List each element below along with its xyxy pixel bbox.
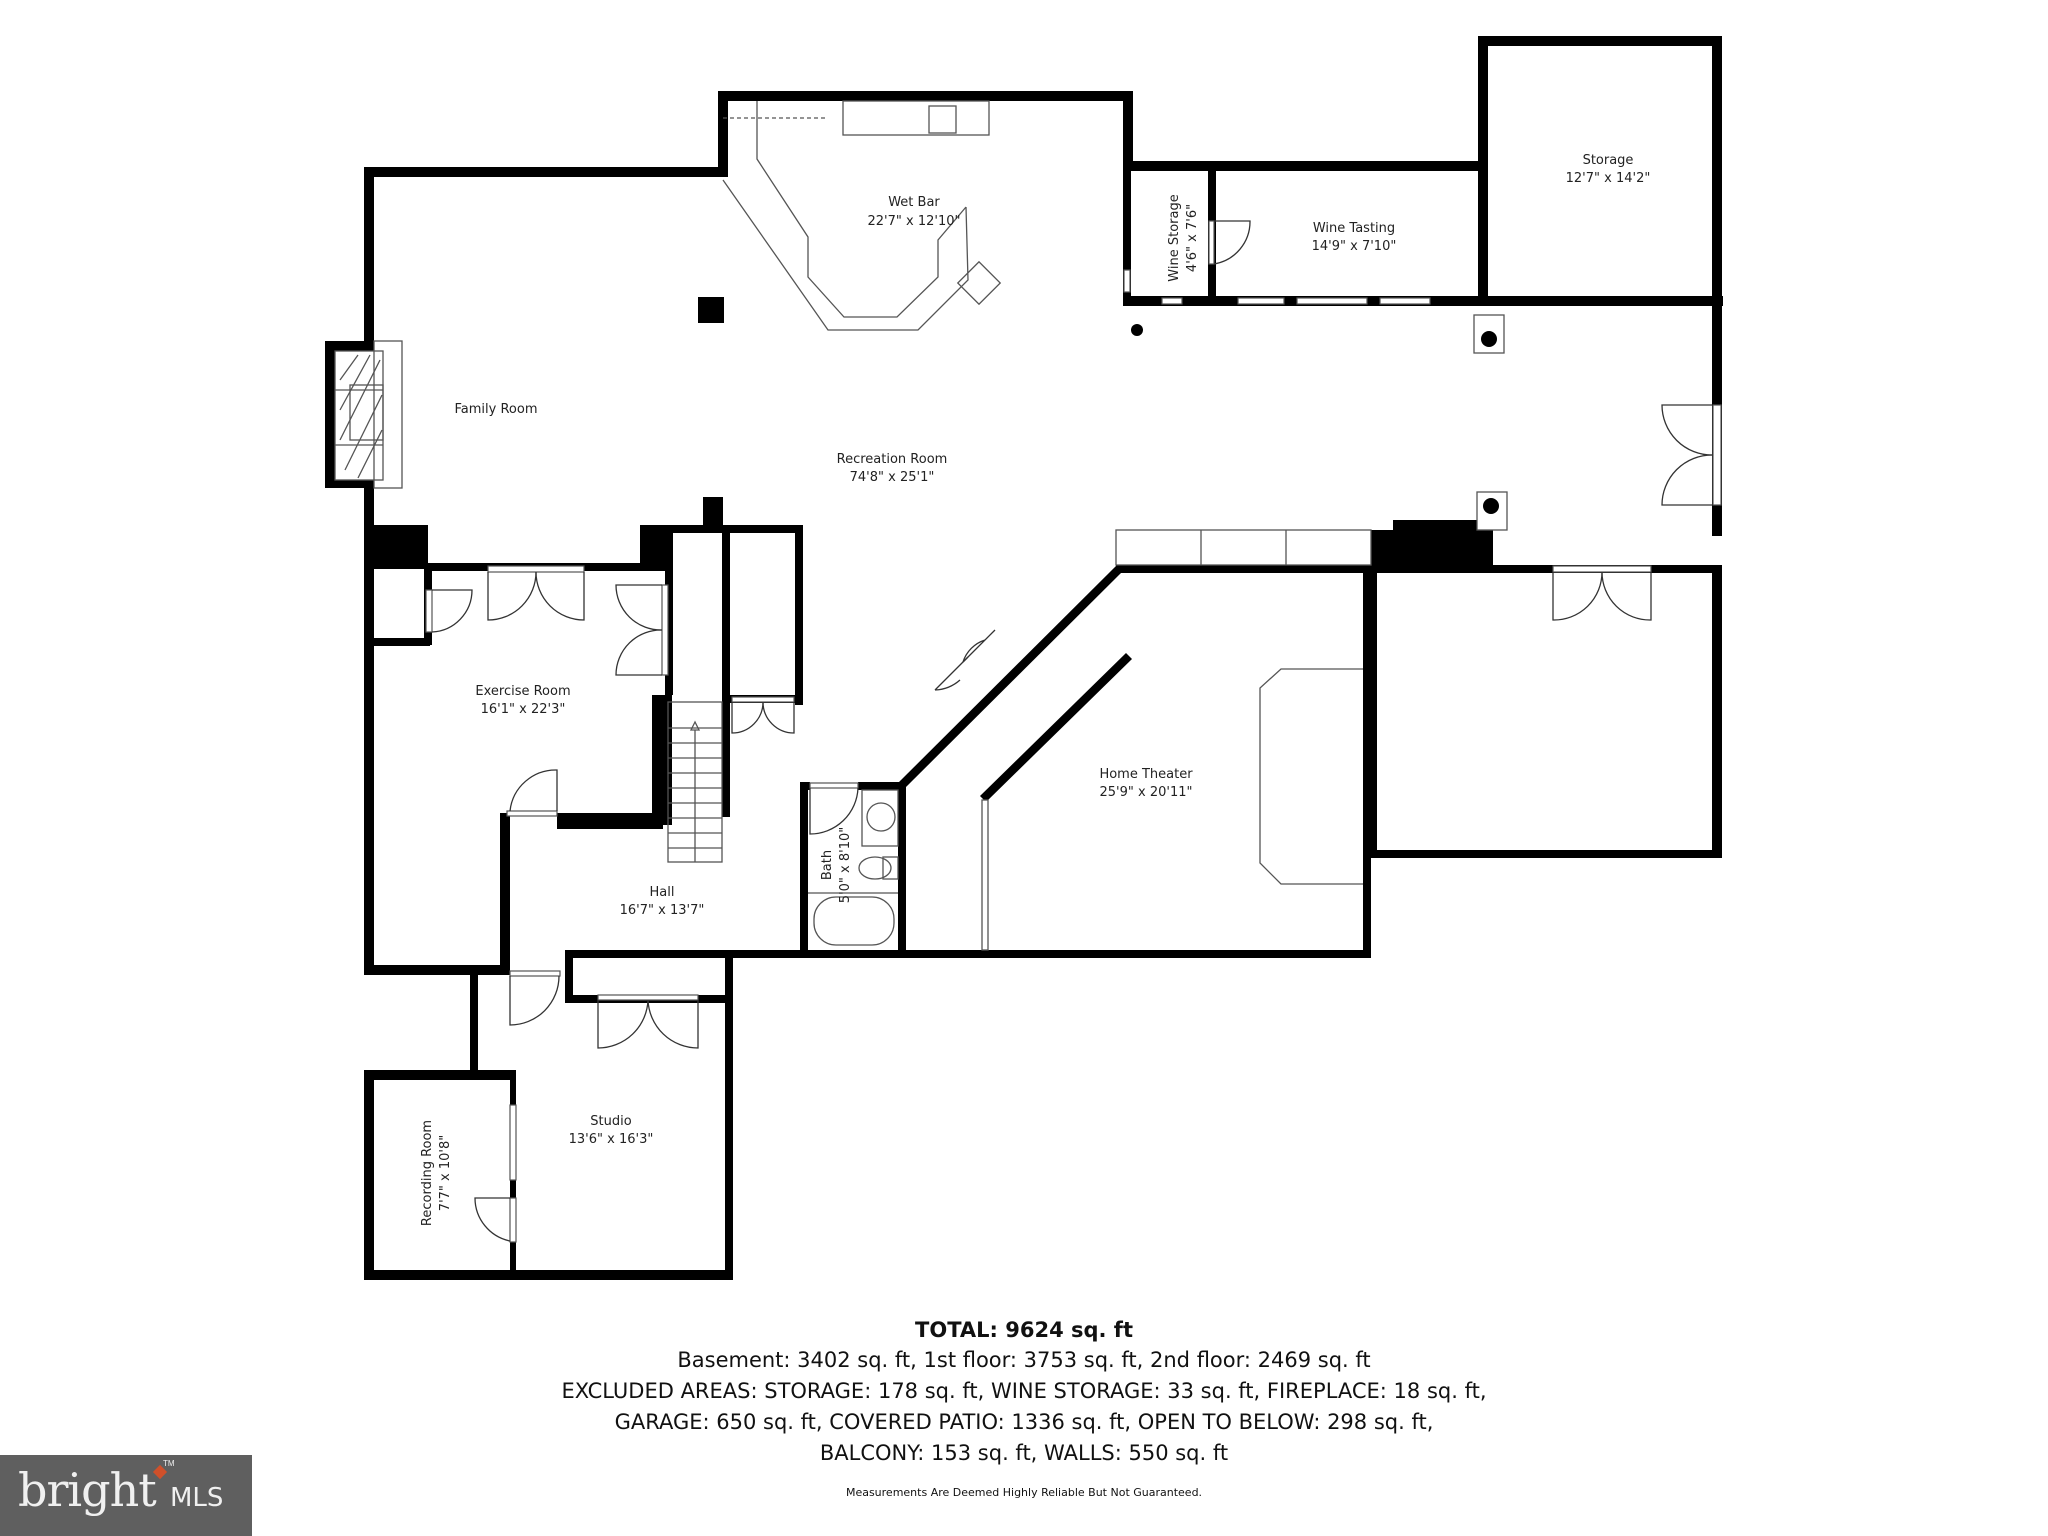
room-dims-home-theater: 25'9" x 20'11" bbox=[1100, 785, 1193, 800]
room-label-recording-room: Recording Room bbox=[420, 1120, 435, 1226]
room-dims-recording-room: 7'7" x 10'8" bbox=[438, 1135, 453, 1211]
room-dims-studio: 13'6" x 16'3" bbox=[569, 1132, 654, 1147]
room-dims-wine-tasting: 14'9" x 7'10" bbox=[1312, 239, 1397, 254]
room-label-exercise-room: Exercise Room bbox=[475, 684, 570, 699]
diagonal-walls bbox=[897, 529, 1372, 951]
total-area: TOTAL: 9624 sq. ft bbox=[915, 1318, 1133, 1342]
bath-fixtures bbox=[808, 789, 899, 946]
logo-suffix: MLS bbox=[170, 1483, 224, 1513]
room-label-wet-bar: Wet Bar bbox=[888, 195, 940, 210]
windows bbox=[509, 269, 1722, 1243]
room-dims-bath: 5'0" x 8'10" bbox=[838, 827, 853, 903]
room-dims-wet-bar: 22'7" x 12'10" bbox=[868, 214, 961, 229]
room-label-family-room: Family Room bbox=[455, 402, 538, 417]
bright-mls-logo: bright TM MLS bbox=[0, 1455, 252, 1536]
room-label-wine-storage: Wine Storage bbox=[1167, 194, 1182, 281]
disclaimer: Measurements Are Deemed Highly Reliable … bbox=[845, 1486, 1203, 1499]
logo-brand: bright bbox=[18, 1463, 157, 1517]
room-dims-hall: 16'7" x 13'7" bbox=[620, 903, 705, 918]
room-dims-wine-storage: 4'6" x 7'6" bbox=[1185, 204, 1200, 272]
room-labels: Wet Bar 22'7" x 12'10" Wine Storage 4'6"… bbox=[420, 153, 1650, 1226]
room-dims-recreation-room: 74'8" x 25'1" bbox=[850, 470, 935, 485]
excluded-areas-line-2: GARAGE: 650 sq. ft, COVERED PATIO: 1336 … bbox=[614, 1410, 1434, 1434]
logo-trademark: TM bbox=[163, 1459, 175, 1468]
wet-bar-counter bbox=[722, 100, 1002, 331]
posts bbox=[1131, 314, 1508, 531]
excluded-areas-line-3: BALCONY: 153 sq. ft, WALLS: 550 sq. ft bbox=[819, 1441, 1229, 1465]
room-dims-exercise-room: 16'1" x 22'3" bbox=[481, 702, 566, 717]
fireplace bbox=[334, 340, 403, 489]
room-dims-storage: 12'7" x 14'2" bbox=[1566, 171, 1651, 186]
room-label-hall: Hall bbox=[650, 885, 675, 900]
doors bbox=[425, 220, 1713, 1242]
floor-breakdown: Basement: 3402 sq. ft, 1st floor: 3753 s… bbox=[677, 1348, 1371, 1372]
room-label-recreation-room: Recreation Room bbox=[837, 452, 948, 467]
room-label-wine-tasting: Wine Tasting bbox=[1313, 221, 1395, 236]
room-label-bath: Bath bbox=[820, 850, 835, 880]
room-label-studio: Studio bbox=[590, 1114, 631, 1129]
stairs bbox=[667, 701, 723, 863]
room-label-storage: Storage bbox=[1583, 153, 1634, 168]
room-label-home-theater: Home Theater bbox=[1099, 767, 1193, 782]
excluded-areas-line-1: EXCLUDED AREAS: STORAGE: 178 sq. ft, WIN… bbox=[561, 1379, 1487, 1403]
